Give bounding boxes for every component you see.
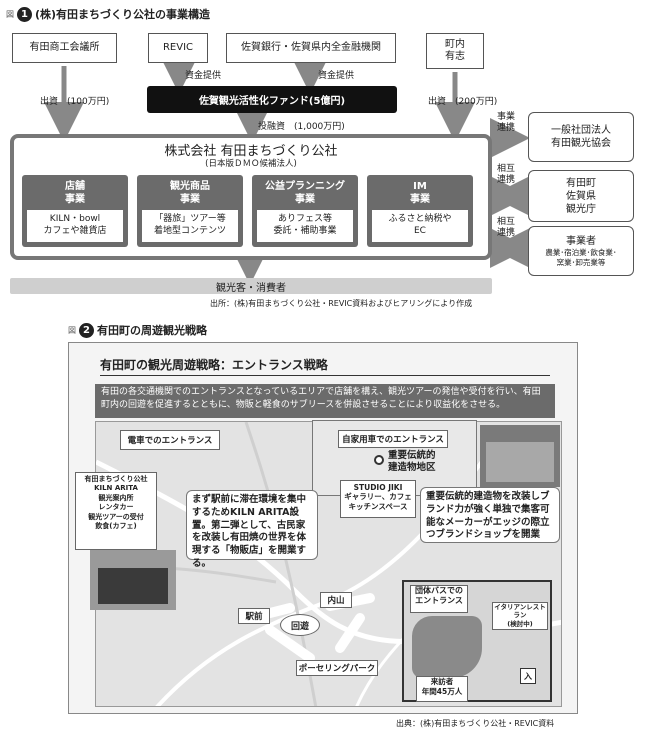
fig2-intro: 有田の各交通機関でのエントランスとなっているエリアで店舗を構え、観光ツアーの発信…	[95, 384, 555, 418]
capital-label-left: 資金提供	[185, 71, 222, 81]
kaiyu-circle: 回遊	[280, 614, 320, 636]
business-tourism-product-head: 観光商品 事業	[170, 181, 210, 205]
partner-1-label: 事業 連携	[497, 112, 516, 133]
chamber-box: 有田商工会議所	[12, 33, 117, 63]
business-store-body: KILN・bowl カフェや雑貨店	[27, 210, 123, 242]
park-layout-shape	[412, 616, 482, 678]
partner-businesses-sub: 農業･宿泊業･飲食業･ 窯業･卸売業等	[545, 247, 617, 267]
business-tourism-product-body: 「器旅」ツアー等 着地型コンテンツ	[142, 210, 238, 242]
business-im-body: ふるさと納税や EC	[372, 210, 468, 242]
studio-jiki-box: STUDIO JIKI ギャラリー、カフェ キッチンスペース	[340, 480, 416, 518]
partner-government: 有田町 佐賀県 観光庁	[528, 170, 634, 222]
station-tag: 駅前	[238, 608, 270, 624]
kiln-arita-photo-detail	[98, 568, 168, 604]
fig2-title-row: 図 2 有田町の周遊観光戦略	[68, 322, 207, 338]
partner-3-label: 相互 連携	[497, 217, 516, 238]
fig2-number-badge: 2	[79, 322, 94, 338]
kiln-arita-note: 有田まちづくり公社 KILN ARITA 観光案内所 レンタカー 観光ツアーの受…	[75, 472, 157, 550]
business-store-head: 店舗 事業	[65, 181, 85, 205]
fig1-arrows	[44, 54, 530, 285]
italian-restaurant-label: イタリアンレストラン (検討中)	[492, 602, 548, 630]
car-entrance-label: 自家用車でのエントランス	[338, 430, 448, 448]
entrance-mark: 入	[520, 668, 536, 684]
train-entrance-label: 電車でのエントランス	[120, 430, 220, 450]
business-im: IM 事業 ふるさと納税や EC	[367, 175, 473, 247]
fig2-title: 有田町の周遊観光戦略	[97, 324, 207, 337]
visitors-label: 来訪者 年間45万人	[416, 676, 468, 702]
business-im-head: IM 事業	[410, 181, 430, 205]
invest-right-label: 出資 (200万円)	[428, 97, 498, 107]
partner-tourism-association: 一般社団法人 有田観光協会	[528, 112, 634, 162]
heritage-area-label: 重要伝統的 建造物地区	[388, 450, 436, 474]
fig2-source: 出典：(株)有田まちづくり公社・REVIC資料	[396, 719, 555, 728]
fund-box: 佐賀観光活性化ファンド(5億円)	[147, 86, 397, 113]
fig1-prefix: 図	[6, 9, 14, 19]
invest-left-label: 出資 (100万円)	[40, 97, 110, 107]
company-name: 株式会社 有田まちづくり公社	[164, 144, 338, 159]
business-public-planning: 公益プランニング 事業 ありフェス等 委託・補助事業	[252, 175, 358, 247]
business-tourism-product: 観光商品 事業 「器旅」ツアー等 着地型コンテンツ	[137, 175, 243, 247]
partner-2-label: 相互 連携	[497, 164, 516, 185]
business-public-planning-body: ありフェス等 委託・補助事業	[257, 210, 353, 242]
invest-fund-label: 投融資 (1,000万円)	[258, 122, 345, 132]
partner-businesses: 事業者 農業･宿泊業･飲食業･ 窯業･卸売業等	[528, 226, 634, 276]
fig1-number-badge: 1	[17, 6, 32, 22]
fig1-title: (株)有田まちづくり公社の事業構造	[35, 8, 211, 21]
business-store: 店舗 事業 KILN・bowl カフェや雑貨店	[22, 175, 128, 247]
uchiyama-tag: 内山	[320, 592, 352, 608]
bus-entrance-label: 団体バスでの エントランス	[410, 585, 468, 613]
partner-businesses-title: 事業者	[566, 235, 596, 247]
fig1-source: 出所：(株)有田まちづくり公社・REVIC資料およびヒアリングにより作成	[210, 299, 473, 308]
fig2-panel-title: 有田町の観光周遊戦略：エントランス戦略	[100, 356, 550, 376]
banks-box: 佐賀銀行・佐賀県内全金融機関	[226, 33, 396, 63]
porcelain-park-tag: ポーセリングパーク	[296, 660, 378, 676]
town-volunteers-box: 町内 有志	[426, 33, 484, 69]
station-strategy-bubble: まず駅前に滞在環境を集中するためKILN ARITA設置。第二弾として、古民家を…	[186, 490, 318, 569]
company-subtitle: (日本版ＤＭＯ候補法人)	[205, 159, 297, 169]
heritage-strategy-bubble: 重要伝統的建造物を改装しブランド力が強く単独で集客可能なメーカーがエッジの際立つ…	[420, 487, 560, 543]
heritage-pin-icon	[374, 455, 384, 465]
business-public-planning-head: 公益プランニング 事業	[265, 181, 345, 205]
storefront-photo-detail	[486, 442, 554, 482]
consumer-bar: 観光客・消費者	[10, 278, 492, 294]
fig2-prefix: 図	[68, 325, 76, 335]
fig1-title-row: 図 1 (株)有田まちづくり公社の事業構造	[6, 6, 210, 22]
capital-label-right: 資金提供	[318, 71, 355, 81]
revic-box: REVIC	[148, 33, 208, 63]
